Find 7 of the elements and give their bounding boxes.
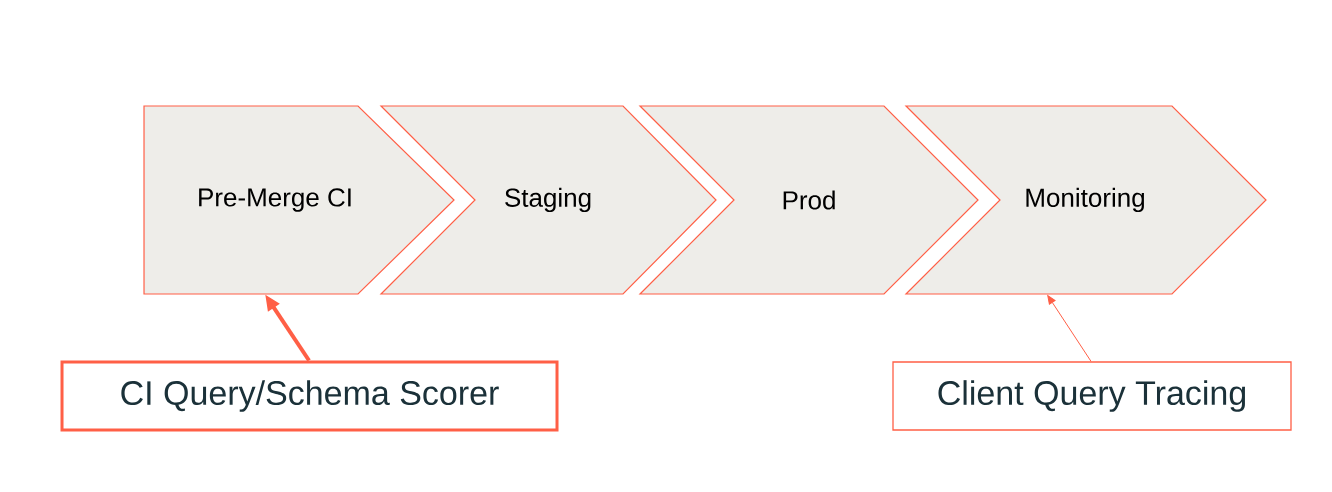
chevron-step: Pre-Merge CI [143, 105, 455, 295]
arrow [1047, 295, 1092, 362]
chevron-step: Staging [379, 105, 717, 295]
label-box: Client Query Tracing [892, 361, 1292, 431]
chevron-step: Prod [638, 105, 979, 295]
label-box: CI Query/Schema Scorer [60, 360, 559, 432]
chevron-step: Monitoring [904, 105, 1267, 295]
